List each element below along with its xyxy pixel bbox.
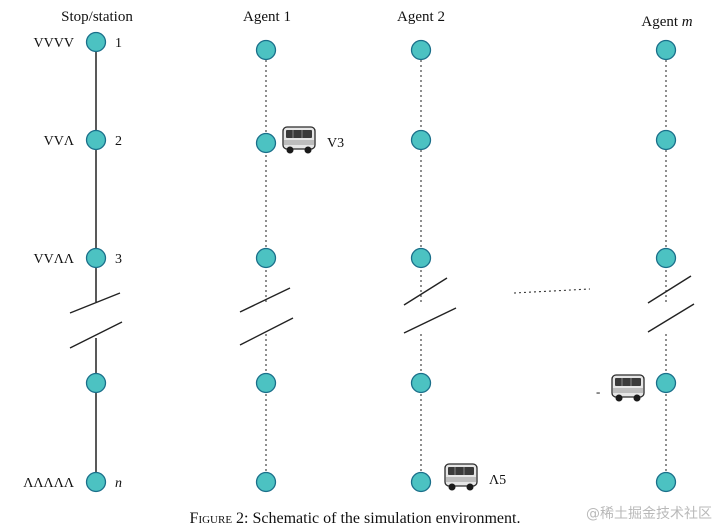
station-node-3 [85,247,107,269]
agent2-node [410,372,432,394]
agent1-node [255,39,277,61]
agent2-node [410,129,432,151]
station-index-1: 1 [115,36,122,51]
station-index-3: 3 [115,252,122,267]
agent1-vehicle-label: V3 [327,136,344,151]
agentm-node [655,247,677,269]
agent2-header: Agent 2 [397,9,445,25]
agent2-node [410,39,432,61]
agent1-node [255,247,277,269]
agent1-nodes [255,39,277,493]
station-node-2 [85,129,107,151]
agent2-node [410,471,432,493]
figure-caption: Figure 2: Schematic of the simulation en… [190,510,521,527]
agentm-header-var: m [682,14,693,30]
station-demand-2: VVΛ [44,134,75,149]
ellipsis-dots [513,288,591,294]
caption-prefix: Figure 2: [190,510,249,527]
agent1-node [255,372,277,394]
agentm-nodes [655,39,677,493]
agent2-bus-icon [444,463,478,492]
station-node-1 [85,31,107,53]
agentm-node [655,471,677,493]
break-marks [69,275,695,349]
station-demand-3: VVΛΛ [33,252,74,267]
agent1-node [255,132,277,154]
agentm-header: Agent m [641,14,692,30]
agentm-bus-icon [611,374,645,403]
agentm-node [655,129,677,151]
agentm-node [655,372,677,394]
station-demand-1: VVVV [34,36,74,51]
watermark: @稀土掘金技术社区 [586,506,712,522]
station-demand-n: ΛΛΛΛΛ [23,476,75,491]
agent1-bus-icon [282,126,316,155]
station-index-n: n [115,476,122,491]
agentm-header-prefix: Agent [641,14,681,30]
agent2-vehicle-label: Λ5 [489,473,506,488]
agent1-header: Agent 1 [243,9,291,25]
station-index-2: 2 [115,134,122,149]
stations-header: Stop/station [61,9,133,25]
agentm-node [655,39,677,61]
agent2-nodes [410,39,432,493]
station-node-4 [85,372,107,394]
agentm-vehicle-label: - [596,384,600,399]
station-node-n [85,471,107,493]
agent1-node [255,471,277,493]
agent2-node [410,247,432,269]
caption-text: Schematic of the simulation environment. [253,510,521,527]
station-nodes [85,31,107,493]
